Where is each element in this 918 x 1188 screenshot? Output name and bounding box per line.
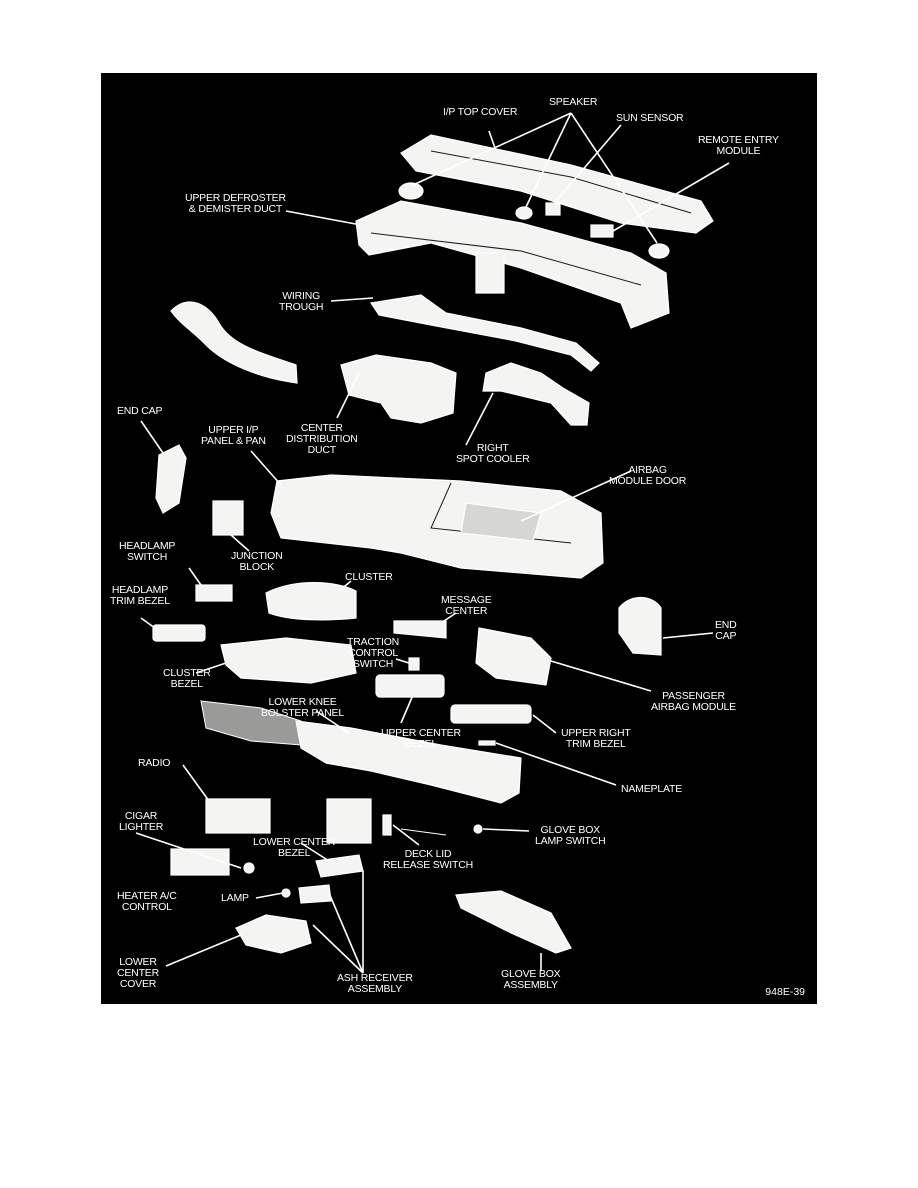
label-traction-control-switch: TRACTION CONTROL SWITCH	[347, 636, 400, 670]
cluster-part	[265, 582, 357, 621]
label-heater-ac-control: HEATER A/C CONTROL	[117, 890, 177, 913]
label-cluster-bezel: CLUSTER BEZEL	[163, 667, 211, 690]
label-upper-center-bezel: UPPER CENTER BEZEL	[381, 727, 461, 750]
label-cigar-lighter: CIGAR LIGHTER	[119, 810, 164, 833]
label-lamp: LAMP	[221, 892, 249, 904]
radio-part	[205, 798, 271, 834]
center-distribution-duct-part	[340, 354, 457, 424]
label-ip-top-cover: I/P TOP COVER	[443, 106, 518, 118]
speaker-left-part	[398, 182, 424, 200]
label-message-center: MESSAGE CENTER	[441, 594, 492, 617]
label-headlamp-switch: HEADLAMP SWITCH	[119, 540, 176, 563]
label-right-spot-cooler: RIGHT SPOT COOLER	[456, 442, 530, 465]
junction-block-part	[212, 500, 244, 536]
label-lower-knee-bolster: LOWER KNEE BOLSTER PANEL	[261, 696, 344, 719]
message-center-part	[393, 620, 447, 639]
upper-center-bezel-part	[375, 674, 445, 698]
label-sun-sensor: SUN SENSOR	[616, 112, 684, 124]
leader-lines	[135, 112, 730, 974]
label-glove-box-assembly: GLOVE BOX ASSEMBLY	[501, 968, 561, 991]
lower-center-bezel-part	[326, 798, 372, 844]
label-speaker: SPEAKER	[549, 96, 598, 108]
speaker-center-part	[515, 206, 533, 220]
label-end-cap-right: END CAP	[715, 619, 737, 642]
figure-id: 948E-39	[765, 986, 805, 998]
lamp-part	[281, 888, 291, 898]
lower-knee-bolster-part	[200, 700, 522, 804]
label-airbag-module-door: AIRBAG MODULE DOOR	[609, 464, 687, 487]
sun-sensor-part	[545, 202, 561, 216]
label-headlamp-trim-bezel: HEADLAMP TRIM BEZEL	[110, 584, 170, 607]
label-passenger-airbag-module: PASSENGER AIRBAG MODULE	[651, 690, 736, 713]
label-ash-receiver-assembly: ASH RECEIVER ASSEMBLY	[337, 972, 413, 995]
label-wiring-trough: WIRING TROUGH	[279, 290, 324, 313]
label-radio: RADIO	[138, 757, 171, 769]
label-upper-right-trim-bezel: UPPER RIGHT TRIM BEZEL	[561, 727, 631, 750]
label-lower-center-cover: LOWER CENTER COVER	[117, 956, 159, 990]
wiring-trough-part	[369, 294, 600, 372]
heater-ac-control-part	[170, 848, 230, 876]
cluster-bezel-part	[220, 637, 357, 684]
glove-box-assembly-part	[455, 890, 572, 954]
nameplate-part	[478, 740, 496, 746]
passenger-airbag-module-part	[475, 627, 552, 686]
upper-ip-panel-part	[270, 474, 604, 579]
traction-control-switch-part	[408, 657, 420, 671]
label-center-distribution-duct: CENTER DISTRIBUTION DUCT	[286, 422, 358, 456]
right-spot-cooler-part	[482, 362, 590, 426]
exploded-dashboard-illustration	[135, 112, 730, 974]
headlamp-trim-bezel-part	[152, 624, 206, 642]
end-cap-right-part	[618, 596, 662, 656]
headlamp-switch-part	[195, 584, 233, 602]
label-nameplate: NAMEPLATE	[621, 783, 683, 795]
upper-right-trim-bezel-part	[450, 704, 532, 724]
label-deck-lid-release-switch: DECK LID RELEASE SWITCH	[383, 848, 473, 871]
upper-defroster-duct-part	[355, 200, 670, 329]
cigar-lighter-part	[243, 862, 255, 874]
label-end-cap-left: END CAP	[117, 405, 163, 417]
label-junction-block: JUNCTION BLOCK	[231, 550, 283, 573]
ash-receiver-middle-part	[298, 884, 332, 904]
end-cap-left-part	[155, 444, 187, 514]
lower-center-cover-part	[235, 914, 312, 954]
label-cluster: CLUSTER	[345, 571, 393, 583]
speaker-right-part	[648, 243, 670, 259]
diagram-panel: I/P TOP COVER SPEAKER SUN SENSOR REMOTE …	[101, 73, 817, 1004]
label-upper-defroster: UPPER DEFROSTER & DEMISTER DUCT	[185, 192, 286, 215]
remote-entry-module-part	[590, 224, 614, 238]
glove-box-lamp-switch-part	[473, 824, 483, 834]
left-duct-part	[170, 301, 298, 384]
deck-lid-release-switch-part	[382, 814, 392, 836]
label-upper-ip-panel: UPPER I/P PANEL & PAN	[201, 424, 266, 447]
label-glove-box-lamp-switch: GLOVE BOX LAMP SWITCH	[535, 824, 606, 847]
label-remote-entry-module: REMOTE ENTRY MODULE	[698, 134, 779, 157]
label-lower-center-bezel: LOWER CENTER BEZEL	[253, 836, 336, 859]
